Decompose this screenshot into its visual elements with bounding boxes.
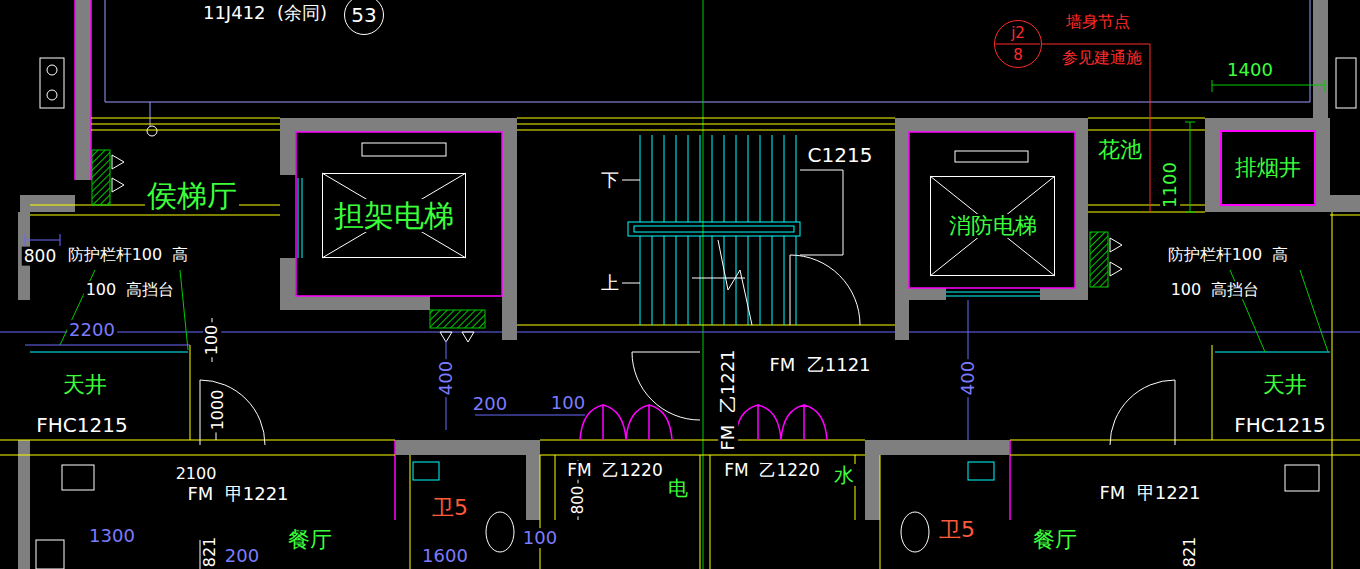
handrail <box>628 222 800 236</box>
detail-callout: j28 <box>994 20 1042 68</box>
door-label: FM 甲1221 <box>1097 483 1202 503</box>
note: 100 高挡台 <box>1169 281 1262 299</box>
elevator-car: 消防电梯 <box>930 176 1055 276</box>
dimension: 200 <box>471 394 509 414</box>
note: 100 高挡台 <box>84 281 177 299</box>
dimension-line <box>200 318 578 569</box>
window-label: C1215 <box>806 144 875 166</box>
hydrant-symbol <box>430 310 485 328</box>
node-text: j2 <box>1009 25 1027 42</box>
wall <box>18 0 1360 569</box>
room-name: 天井 <box>1261 373 1309 397</box>
note: 参见建通施 <box>1060 49 1144 67</box>
door-swing <box>580 405 827 440</box>
door-label: FM 乙1220 <box>565 461 665 480</box>
room-name: 电 <box>666 477 690 499</box>
reference-circle: 53 <box>344 0 384 35</box>
handrail <box>634 226 794 232</box>
room-name: 卫5 <box>430 496 470 520</box>
dimension: 100 <box>521 528 559 548</box>
dimension: 800 <box>22 247 58 266</box>
room-name: 侯梯厅 <box>145 179 239 212</box>
dimension: 821 <box>201 535 219 569</box>
node-text: 排烟井 <box>1233 156 1303 180</box>
sink-symbol <box>62 465 94 490</box>
note: 墙身节点 <box>1064 13 1132 31</box>
hydrant-symbol <box>1090 232 1108 287</box>
dimension: 200 <box>223 546 261 566</box>
axis-line <box>703 0 704 569</box>
elevator-cross <box>322 173 1055 276</box>
note: 防护栏杆100 高 <box>66 246 191 264</box>
hydrant-symbol <box>112 155 1122 342</box>
dimension: 1300 <box>87 526 137 546</box>
dimension: 100 <box>203 323 221 358</box>
stove-symbol <box>1336 58 1356 108</box>
dimension: 821 <box>1181 535 1199 569</box>
wall-line <box>0 118 1360 569</box>
stair-treads <box>640 135 796 325</box>
leader-line <box>996 44 1150 212</box>
stove-symbol <box>47 90 57 100</box>
dimension-line <box>25 234 968 440</box>
door-line <box>30 178 1330 352</box>
window-label: FHC1215 <box>1232 414 1327 436</box>
drawing-reference: 11J412 (余同) <box>201 3 329 23</box>
room-name: 卫5 <box>937 518 977 542</box>
node-text: 担架电梯 <box>332 199 456 232</box>
stove-symbol <box>36 540 64 569</box>
room-name: 花池 <box>1096 138 1144 162</box>
stair-direction: 上 <box>599 273 621 293</box>
door-label: FM 乙1121 <box>767 355 872 375</box>
wall-outline <box>75 0 1075 520</box>
elevator-car: 担架电梯 <box>322 173 466 258</box>
shaft-symbol <box>413 462 439 480</box>
stove-symbol <box>47 65 57 75</box>
stair-direction: 下 <box>599 170 621 190</box>
stove-symbol <box>40 58 64 108</box>
dimension: 1100 <box>1160 160 1180 210</box>
door-label: FM 甲1221 <box>185 484 290 504</box>
room-name: 餐厅 <box>1031 528 1079 552</box>
node-text: 消防电梯 <box>947 214 1039 238</box>
stair-arrow <box>622 180 752 325</box>
room-name: 水 <box>832 464 856 486</box>
dimension: 100 <box>549 393 587 413</box>
dimension: 1400 <box>1225 60 1275 80</box>
shaft-symbol <box>968 462 994 480</box>
door-label: FM 乙1221 <box>718 347 738 452</box>
dimension: 1000 <box>209 388 227 433</box>
node-text: 8 <box>1011 47 1025 64</box>
dimension: 2200 <box>67 320 117 340</box>
sink-symbol <box>1285 465 1319 491</box>
hydrant-symbol <box>92 150 110 205</box>
drain-symbol <box>147 126 157 136</box>
room-name: 餐厅 <box>286 528 334 552</box>
elevator-door <box>362 143 446 156</box>
dimension: 2100 <box>174 465 219 483</box>
note: 防护栏杆100 高 <box>1166 246 1291 264</box>
node-text: 53 <box>349 4 378 26</box>
room-name: 天井 <box>61 373 109 397</box>
dimension: 1600 <box>420 546 470 566</box>
door-swing <box>200 255 1175 445</box>
smoke-shaft: 排烟井 <box>1220 130 1316 206</box>
toilet-symbol <box>486 512 514 552</box>
leader-line <box>60 80 1328 352</box>
dimension: 400 <box>958 359 978 397</box>
window-label: FHC1215 <box>34 414 129 436</box>
door-label: FM 乙1220 <box>722 461 822 480</box>
dimension: 800 <box>570 484 587 517</box>
dimension: 400 <box>436 359 456 397</box>
elevator-door <box>955 151 1028 162</box>
room-outline <box>105 0 1310 126</box>
window-outline <box>800 170 843 255</box>
toilet-symbol <box>901 512 929 552</box>
